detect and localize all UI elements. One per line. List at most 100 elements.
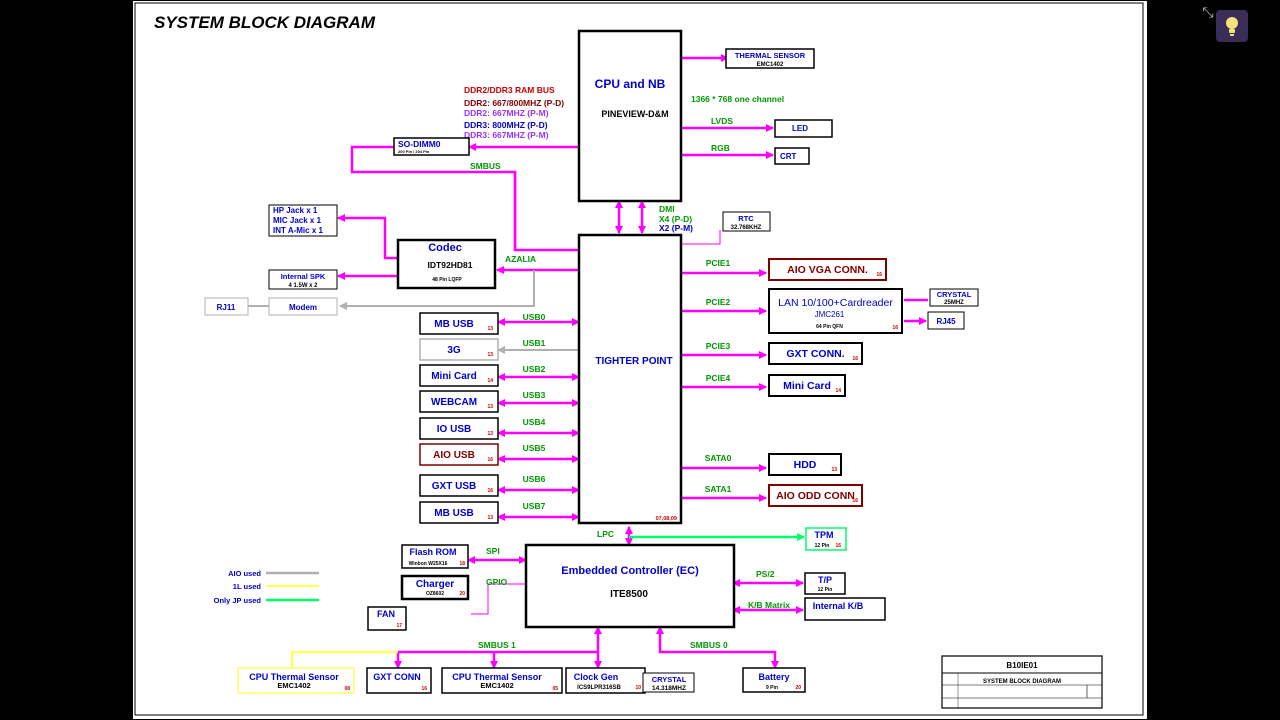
bus-label: PCIE2 — [706, 297, 731, 307]
thermal-sensor-block[interactable]: THERMAL SENSOR EMC1402 — [725, 48, 815, 69]
titleblock-name: SYSTEM BLOCK DIAGRAM — [983, 679, 1061, 685]
legend: AIO used 1L used Only JP used — [214, 569, 319, 605]
touchpad-sub: 12 Pin — [818, 587, 833, 593]
sodimm-block[interactable]: SO-DIMM0 200 Pin / 204 Pin — [393, 137, 470, 156]
usb-device-label: MB USB — [434, 319, 473, 330]
usb-bus-label: USB0 — [523, 312, 546, 322]
crt-block[interactable]: CRT — [774, 147, 810, 165]
gxt-conn-bottom-page: 16 — [421, 686, 427, 692]
clock-crystal-title: CRYSTAL — [652, 675, 687, 684]
cpu-block[interactable]: CPU and NB PINEVIEW-D&M — [577, 29, 683, 203]
lan-crystal-block[interactable]: CRYSTAL 25MHZ — [929, 288, 979, 307]
fan-block[interactable]: FAN 17 — [367, 606, 407, 631]
crt-title: CRT — [780, 152, 797, 161]
legend-1l-label: 1L used — [233, 582, 262, 591]
bus-device-label: LAN 10/100+Cardreader — [778, 297, 893, 309]
clock-gen-block[interactable]: Clock Gen ICS9LPR316SB 10 — [565, 667, 646, 694]
cpu-thermal-sub: EMC1402 — [480, 681, 513, 690]
collapse-icon[interactable]: ⤡ — [1202, 4, 1214, 20]
legend-aio-label: AIO used — [228, 569, 261, 578]
bus-device-2[interactable]: GXT CONN. 16 — [768, 342, 863, 365]
clock-gen-sub: ICS9LPR316SB — [577, 685, 621, 691]
gxt-conn-bottom-block[interactable]: GXT CONN 16 — [366, 667, 432, 694]
audio-jacks-block[interactable]: HP Jack x 1 MIC Jack x 1 INT A-Mic x 1 — [268, 204, 338, 237]
modem-title: Modem — [289, 303, 317, 312]
codec-block[interactable]: Codec IDT92HD81 48 Pin LQFP — [396, 238, 497, 290]
usb-device-page: 13 — [487, 515, 493, 521]
usb-device-label: GXT USB — [432, 481, 476, 492]
rtc-block[interactable]: RTC 32.768KHZ — [722, 211, 771, 232]
spi-label: SPI — [486, 546, 500, 556]
lan-crystal-sub: 25MHZ — [944, 300, 964, 306]
internal-speaker-block[interactable]: Internal SPK 4 1.5W x 2 — [268, 269, 338, 290]
schematic-sheet: SYSTEM BLOCK DIAGRAM — [132, 0, 1148, 720]
lpc-label: LPC — [597, 529, 614, 539]
flash-rom-block[interactable]: Flash ROM Winbon W25X16 18 — [401, 544, 469, 569]
internal-keyboard-title: Internal K/B — [813, 601, 864, 611]
hp-jack-label: HP Jack x 1 — [273, 206, 318, 215]
usb-device-label: WEBCAM — [431, 397, 477, 408]
ec-part: ITE8500 — [610, 589, 648, 600]
gpio-label: GPIO — [486, 577, 508, 587]
clock-crystal-block[interactable]: CRYSTAL 14.318MHZ — [642, 672, 695, 693]
battery-block[interactable]: Battery 9 Pin 20 — [742, 667, 806, 693]
ram-bus-ddr3-pd: DDR3: 800MHZ (P-D) — [464, 120, 548, 130]
usb-device-page: 13 — [487, 431, 493, 437]
cpu-thermal-sensor-1l-block[interactable]: CPU Thermal Sensor EMC1402 08 — [237, 667, 355, 694]
battery-page: 20 — [795, 685, 801, 691]
kb-matrix-label: K/B Matrix — [748, 600, 790, 610]
usb-bus-label: USB6 — [523, 474, 546, 484]
usb-device-page: 14 — [487, 378, 493, 384]
bus-device-0[interactable]: AIO VGA CONN.16 — [768, 258, 887, 281]
rj11-block[interactable]: RJ11 — [204, 297, 249, 316]
bus-device-label: AIO ODD CONN — [776, 490, 855, 502]
clock-gen-page: 10 — [635, 685, 641, 691]
tpm-block[interactable]: TPM 12 Pin 16 — [805, 527, 847, 551]
page-title: SYSTEM BLOCK DIAGRAM — [154, 13, 376, 32]
bus-device-label: GXT CONN. — [786, 348, 844, 360]
southbridge-block[interactable]: TIGHTER POINT 07,08,09 — [577, 233, 683, 525]
rj45-block[interactable]: RJ45 — [927, 311, 965, 330]
rtc-sub: 32.768KHZ — [731, 225, 762, 231]
dmi-x2: X2 (P-M) — [659, 223, 693, 233]
thermal-sensor-title: THERMAL SENSOR — [735, 51, 806, 60]
cpu-thermal-sensor-block[interactable]: CPU Thermal Sensor EMC1402 05 — [441, 667, 563, 694]
bus-lines — [337, 54, 928, 681]
bus-device-page: 13 — [831, 467, 837, 473]
cpu-thermal-1l-title: CPU Thermal Sensor — [249, 672, 339, 682]
charger-block[interactable]: Charger OZ8602 20 — [400, 574, 470, 601]
internal-keyboard-block[interactable]: Internal K/B — [804, 597, 886, 621]
sodimm-sub: 200 Pin / 204 Pin — [398, 149, 430, 154]
charger-sub: OZ8602 — [426, 591, 444, 597]
usb-bus-label: USB3 — [523, 390, 546, 400]
ec-block[interactable]: Embedded Controller (EC) ITE8500 — [524, 543, 736, 629]
usb-device-page: 13 — [487, 352, 493, 358]
ps2-label: PS/2 — [756, 569, 775, 579]
dmi-labels: DMI X4 (P-D) X2 (P-M) — [659, 204, 693, 233]
touchpad-block[interactable]: T/P 12 Pin — [804, 572, 846, 595]
dmi-x4: X4 (P-D) — [659, 214, 692, 224]
bus-device-page: 16 — [852, 356, 858, 362]
led-block[interactable]: LED — [774, 119, 833, 138]
smbus1-label: SMBUS 1 — [478, 640, 516, 650]
modem-block[interactable]: Modem — [268, 297, 338, 316]
legend-jp-label: Only JP used — [214, 596, 262, 605]
lightbulb-icon[interactable] — [1216, 10, 1248, 42]
thermal-sensor-sub: EMC1402 — [757, 62, 784, 68]
title-block: B10IE01 SYSTEM BLOCK DIAGRAM — [941, 655, 1103, 709]
rtc-title: RTC — [738, 214, 754, 223]
smbus-label: SMBUS — [470, 161, 501, 171]
